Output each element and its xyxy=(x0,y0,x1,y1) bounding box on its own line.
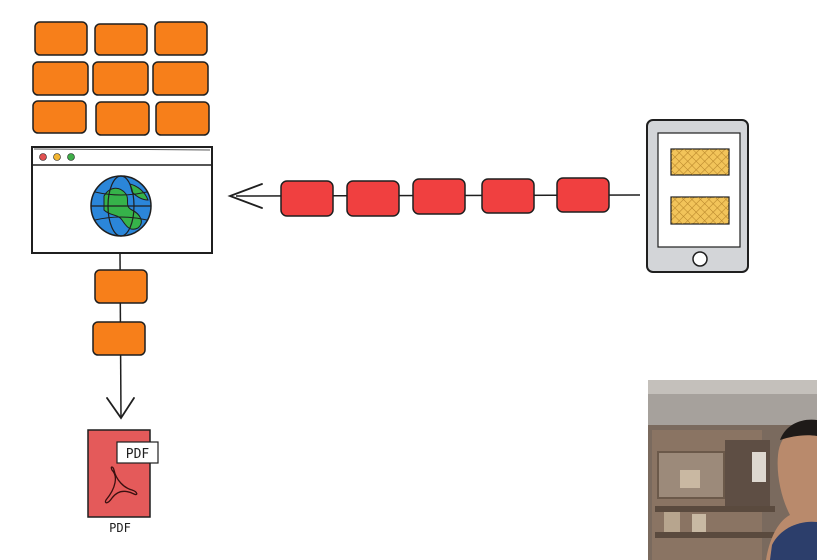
acrobat-logo xyxy=(104,466,138,504)
brick xyxy=(32,61,89,96)
window-maximize-dot xyxy=(67,153,75,161)
window-close-dot xyxy=(39,153,47,161)
pdf-caption: PDF xyxy=(109,521,131,535)
pdf-file-icon: PDF PDF xyxy=(87,429,159,535)
brick xyxy=(92,61,149,96)
packet xyxy=(556,177,610,213)
window-minimize-dot xyxy=(53,153,61,161)
pdf-badge-label: PDF xyxy=(126,447,150,462)
tablet-icon xyxy=(646,119,749,273)
brick xyxy=(154,21,208,56)
brick xyxy=(95,101,150,136)
globe-icon xyxy=(90,175,152,237)
brick xyxy=(94,23,148,56)
packet xyxy=(412,178,466,215)
packet xyxy=(92,321,146,356)
arrow-left-icon xyxy=(227,183,263,209)
arrow-down-icon xyxy=(106,397,135,420)
brick xyxy=(34,21,88,56)
brick xyxy=(155,101,210,136)
home-button xyxy=(692,251,708,267)
pdf-pipeline xyxy=(92,252,148,420)
browser-window-icon xyxy=(31,146,213,254)
wall-icon xyxy=(32,21,210,136)
packet xyxy=(346,180,400,217)
webcam-video xyxy=(648,380,817,560)
brick xyxy=(152,61,209,96)
packet xyxy=(280,180,334,217)
packet xyxy=(94,269,148,304)
packet xyxy=(481,178,535,214)
request-pipeline xyxy=(227,177,641,217)
brick xyxy=(32,100,87,134)
